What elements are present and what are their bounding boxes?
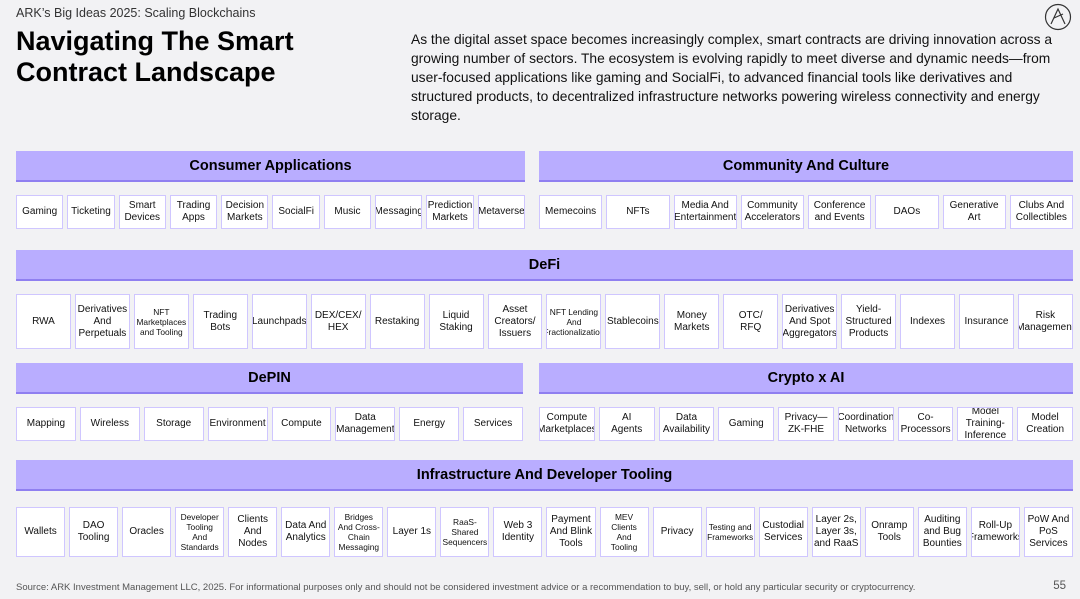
category-item: Gaming	[16, 195, 64, 229]
category-item: Trading Apps	[169, 195, 218, 229]
page-title: Navigating The Smart Contract Landscape	[16, 26, 294, 87]
consumer-applications-header: Consumer Applications	[16, 151, 525, 182]
category-item: Insurance	[959, 294, 1014, 349]
category-item: Data Availability	[658, 407, 715, 441]
category-item: Data Management	[335, 407, 396, 441]
category-item: Launchpads	[251, 294, 307, 349]
category-item: Derivatives And Spot Aggregators	[782, 294, 838, 349]
category-item: Community Accelerators	[740, 195, 804, 229]
category-item: Smart Devices	[118, 195, 166, 229]
category-item: Privacy— ZK-FHE	[778, 407, 834, 441]
community-culture-header: Community And Culture	[539, 151, 1073, 182]
category-item: DEX/CEX/ HEX	[310, 294, 366, 349]
category-item: Media And Entertainment	[673, 195, 737, 229]
category-item: Data And Analytics	[281, 507, 331, 557]
category-item: Oracles	[122, 507, 172, 557]
category-item: Compute	[271, 407, 332, 441]
infrastructure-header: Infrastructure And Developer Tooling	[16, 460, 1073, 491]
category-item: Stablecoins	[605, 294, 661, 349]
category-item: AI Agents	[598, 407, 655, 441]
category-item: RaaS-Shared Sequencers	[440, 507, 490, 557]
category-item: Services	[463, 407, 523, 441]
category-item: Energy	[399, 407, 460, 441]
category-item: Indexes	[900, 294, 955, 349]
category-item: Conference and Events	[808, 195, 872, 229]
category-item: Ticketing	[67, 195, 115, 229]
category-item: Asset Creators/ Issuers	[487, 294, 543, 349]
source-footnote: Source: ARK Investment Management LLC, 2…	[16, 582, 916, 593]
category-item: DAO Tooling	[69, 507, 119, 557]
category-item: Metaverse	[477, 195, 525, 229]
category-item: Auditing and Bug Bounties	[917, 507, 967, 557]
category-item: Mapping	[16, 407, 76, 441]
category-item: Roll-Up Frameworks	[970, 507, 1020, 557]
defi-header: DeFi	[16, 250, 1073, 281]
category-item: Bridges And Cross- Chain Messaging	[334, 507, 384, 557]
category-item: Storage	[143, 407, 204, 441]
category-item: Yield- Structured Products	[841, 294, 897, 349]
category-item: SocialFi	[272, 195, 320, 229]
depin-header: DePIN	[16, 363, 523, 394]
category-item: Custodial Services	[758, 507, 808, 557]
category-item: RWA	[16, 294, 71, 349]
category-item: Environment	[207, 407, 268, 441]
category-item: MEV Clients And Tooling	[599, 507, 649, 557]
category-item: Messaging	[375, 195, 423, 229]
category-item: Clients And Nodes	[228, 507, 278, 557]
category-item: Privacy	[652, 507, 702, 557]
category-item: Layer 1s	[387, 507, 437, 557]
category-item: Memecoins	[539, 195, 603, 229]
category-item: Derivatives And Perpetuals	[74, 294, 130, 349]
category-item: OTC/ RFQ	[723, 294, 779, 349]
category-item: Model Creation	[1017, 407, 1074, 441]
ark-logo-icon	[1044, 3, 1072, 31]
category-item: Co- Processors	[897, 407, 954, 441]
category-item: Payment And Blink Tools	[546, 507, 596, 557]
category-item: NFTs	[606, 195, 670, 229]
category-item: Music	[323, 195, 372, 229]
category-item: Onramp Tools	[864, 507, 914, 557]
page-number: 55	[1053, 580, 1066, 592]
category-item: Money Markets	[664, 294, 720, 349]
category-item: Model Training- Inference	[957, 407, 1014, 441]
category-item: PoW And PoS Services	[1023, 507, 1073, 557]
category-item: Compute Marketplaces	[539, 407, 595, 441]
category-item: Wallets	[16, 507, 66, 557]
category-item: DAOs	[875, 195, 939, 229]
category-item: Web 3 Identity	[493, 507, 543, 557]
category-item: Testing and Frameworks	[705, 507, 755, 557]
crypto-ai-header: Crypto x AI	[539, 363, 1073, 394]
category-item: NFT Marketplaces and Tooling	[133, 294, 189, 349]
category-item: Restaking	[369, 294, 425, 349]
category-item: Decision Markets	[221, 195, 269, 229]
category-item: Liquid Staking	[428, 294, 484, 349]
category-item: Prediction Markets	[426, 195, 474, 229]
category-item: Clubs And Collectibles	[1009, 195, 1073, 229]
intro-paragraph: As the digital asset space becomes incre…	[411, 32, 1053, 123]
category-item: Wireless	[79, 407, 140, 441]
category-item: Gaming	[718, 407, 775, 441]
category-item: NFT Lending And Fractionalization	[546, 294, 602, 349]
category-item: Layer 2s, Layer 3s, and RaaS	[811, 507, 861, 557]
category-item: Trading Bots	[192, 294, 248, 349]
category-item: Risk Management	[1017, 294, 1073, 349]
category-item: Coordination Networks	[837, 407, 894, 441]
category-item: Developer Tooling And Standards	[175, 507, 225, 557]
category-item: Generative Art	[942, 195, 1006, 229]
report-kicker: ARK’s Big Ideas 2025: Scaling Blockchain…	[16, 6, 256, 20]
